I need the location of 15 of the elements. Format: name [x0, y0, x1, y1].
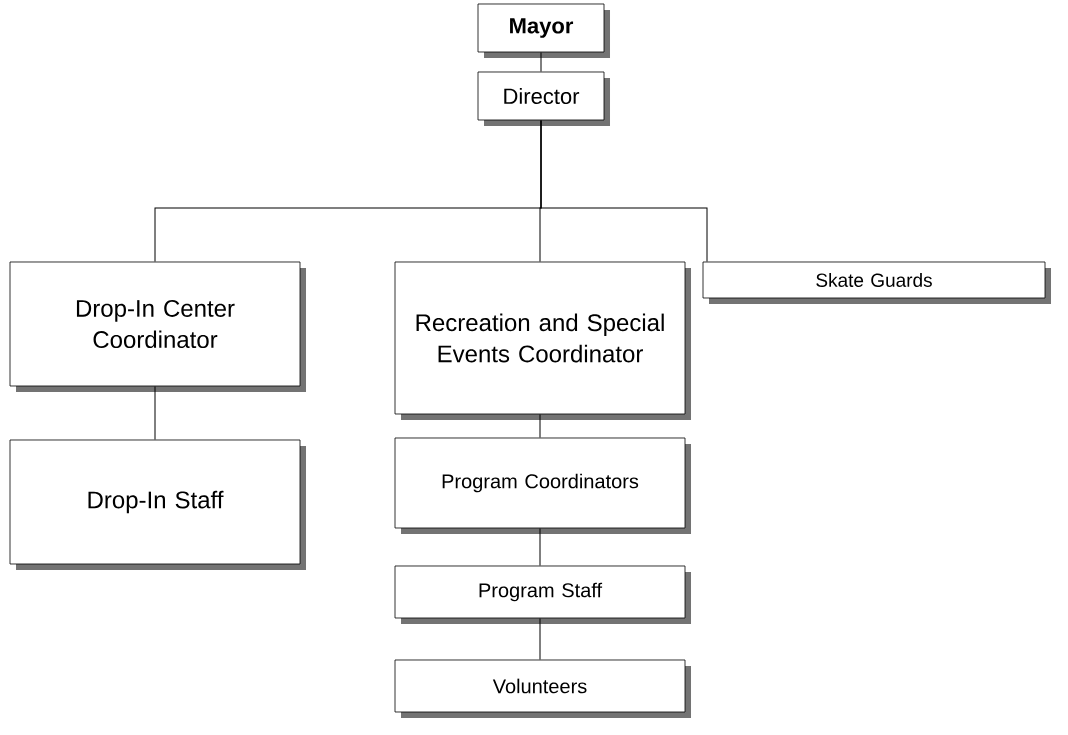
connector-line [154, 385, 156, 441]
org-box: Drop-In Center Coordinator [9, 261, 306, 392]
org-box: Skate Guards [702, 261, 1051, 304]
connector-line [540, 51, 542, 73]
org-box: Program Staff [394, 565, 691, 624]
connector-line [539, 617, 541, 661]
org-box: Volunteers [394, 659, 691, 718]
org-box: Recreation and Special Events Coordinator [394, 261, 691, 420]
org-box: Drop-In Staff [9, 439, 306, 570]
connector-line [539, 527, 541, 567]
connector-line [540, 119, 708, 263]
org-box: Director [477, 71, 610, 126]
org-box: Program Coordinators [394, 437, 691, 534]
connector-line [539, 413, 541, 439]
org-box: Mayor [477, 3, 610, 58]
